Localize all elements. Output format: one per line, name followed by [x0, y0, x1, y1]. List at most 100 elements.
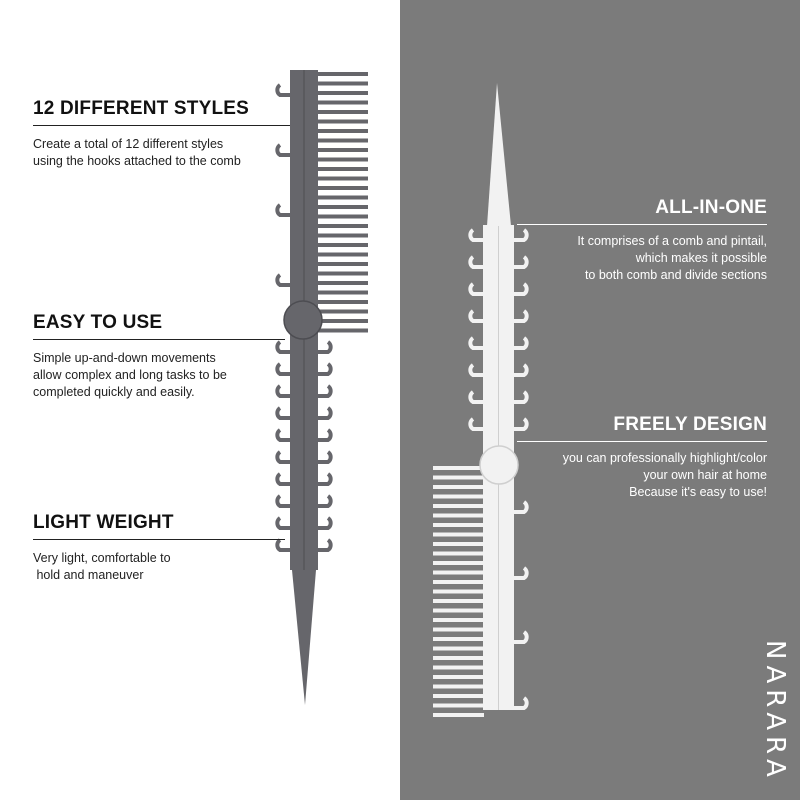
comb-hook — [514, 630, 529, 644]
comb-hook — [514, 309, 529, 323]
comb-tooth — [433, 561, 484, 565]
feature-title: ALL-IN-ONE — [517, 197, 767, 225]
comb-hook — [468, 363, 483, 377]
comb-hook — [275, 406, 290, 420]
comb-logo-circle — [479, 445, 519, 485]
comb-tooth — [433, 494, 484, 499]
feature-12-styles: 12 DIFFERENT STYLES Create a total of 12… — [33, 98, 290, 170]
comb-hook — [514, 336, 529, 350]
comb-tooth — [318, 176, 368, 181]
comb-tooth — [318, 300, 368, 304]
comb-hook — [468, 309, 483, 323]
comb-tooth — [433, 713, 484, 717]
feature-freely-design: FREELY DESIGN you can professionally hig… — [517, 414, 767, 501]
comb-tooth — [433, 523, 484, 527]
comb-hook — [468, 417, 483, 431]
comb-tooth — [433, 656, 484, 660]
comb-tooth — [318, 186, 368, 190]
comb-tooth — [318, 167, 368, 171]
comb-hook — [514, 566, 529, 580]
feature-light-weight: LIGHT WEIGHT Very light, comfortable to … — [33, 512, 285, 584]
comb-tooth — [433, 694, 484, 698]
comb-tooth — [318, 157, 368, 162]
comb-hook — [275, 450, 290, 464]
comb-hook — [318, 494, 333, 508]
comb-tooth — [318, 328, 368, 333]
comb-hook — [468, 390, 483, 404]
comb-tooth — [433, 513, 484, 518]
comb-tooth — [433, 599, 484, 603]
comb-tooth — [433, 627, 484, 632]
comb-tooth — [318, 243, 368, 247]
comb-hook — [468, 255, 483, 269]
comb-tooth — [433, 675, 484, 679]
comb-hook — [514, 282, 529, 296]
comb-hook — [514, 417, 529, 431]
comb-tooth — [433, 703, 484, 708]
comb-tooth — [433, 684, 484, 689]
comb-hook — [318, 472, 333, 486]
comb-tooth — [318, 129, 368, 133]
comb-logo-circle — [283, 300, 323, 340]
comb-tooth — [433, 646, 484, 651]
comb-hook — [275, 362, 290, 376]
comb-hook — [514, 255, 529, 269]
comb-tooth — [318, 319, 368, 323]
comb-tooth — [433, 580, 484, 584]
comb-hook — [275, 428, 290, 442]
brand-logo: NARARA — [760, 640, 790, 783]
feature-desc: It comprises of a comb and pintail,which… — [577, 234, 767, 282]
comb-tooth — [318, 72, 368, 76]
comb-tooth — [318, 252, 368, 257]
comb-tooth — [318, 205, 368, 209]
comb-tooth — [433, 475, 484, 480]
comb-pintail — [292, 570, 316, 705]
comb-tooth — [318, 233, 368, 238]
comb-hook — [318, 538, 333, 552]
comb-tooth — [318, 148, 368, 152]
comb-tooth — [433, 608, 484, 613]
comb-tooth — [318, 281, 368, 285]
comb-hook — [514, 390, 529, 404]
comb-hook — [275, 340, 290, 354]
feature-title: FREELY DESIGN — [517, 414, 767, 442]
comb-hook — [318, 450, 333, 464]
feature-title: LIGHT WEIGHT — [33, 512, 285, 540]
comb-tooth — [318, 271, 368, 276]
comb-tooth — [318, 195, 368, 200]
comb-hook — [468, 228, 483, 242]
comb-hook — [275, 516, 290, 530]
comb-hook — [275, 273, 290, 287]
feature-easy-to-use: EASY TO USE Simple up-and-down movements… — [33, 312, 285, 401]
comb-hook — [275, 143, 290, 157]
comb-hook — [514, 500, 529, 514]
comb-hook — [318, 362, 333, 376]
comb-tooth — [433, 551, 484, 556]
comb-tooth — [433, 504, 484, 508]
comb-tooth — [318, 224, 368, 228]
comb-tooth — [433, 485, 484, 489]
comb-tooth — [318, 81, 368, 86]
comb-hook — [514, 228, 529, 242]
comb-hook — [514, 363, 529, 377]
comb-hook — [318, 340, 333, 354]
comb-tooth — [318, 110, 368, 114]
feature-all-in-one: ALL-IN-ONE It comprises of a comb and pi… — [517, 197, 767, 284]
comb-tooth — [318, 138, 368, 143]
comb-tooth — [318, 119, 368, 124]
feature-title: EASY TO USE — [33, 312, 285, 340]
comb-hook — [275, 538, 290, 552]
comb-tooth — [433, 532, 484, 537]
comb-hook — [275, 83, 290, 97]
comb-tooth — [318, 100, 368, 105]
comb-hook — [275, 472, 290, 486]
comb-hook — [318, 516, 333, 530]
comb-hook — [514, 696, 529, 710]
comb-hook — [318, 406, 333, 420]
comb-hook — [318, 384, 333, 398]
comb-hook — [275, 494, 290, 508]
comb-tooth — [433, 665, 484, 670]
comb-hook — [275, 384, 290, 398]
